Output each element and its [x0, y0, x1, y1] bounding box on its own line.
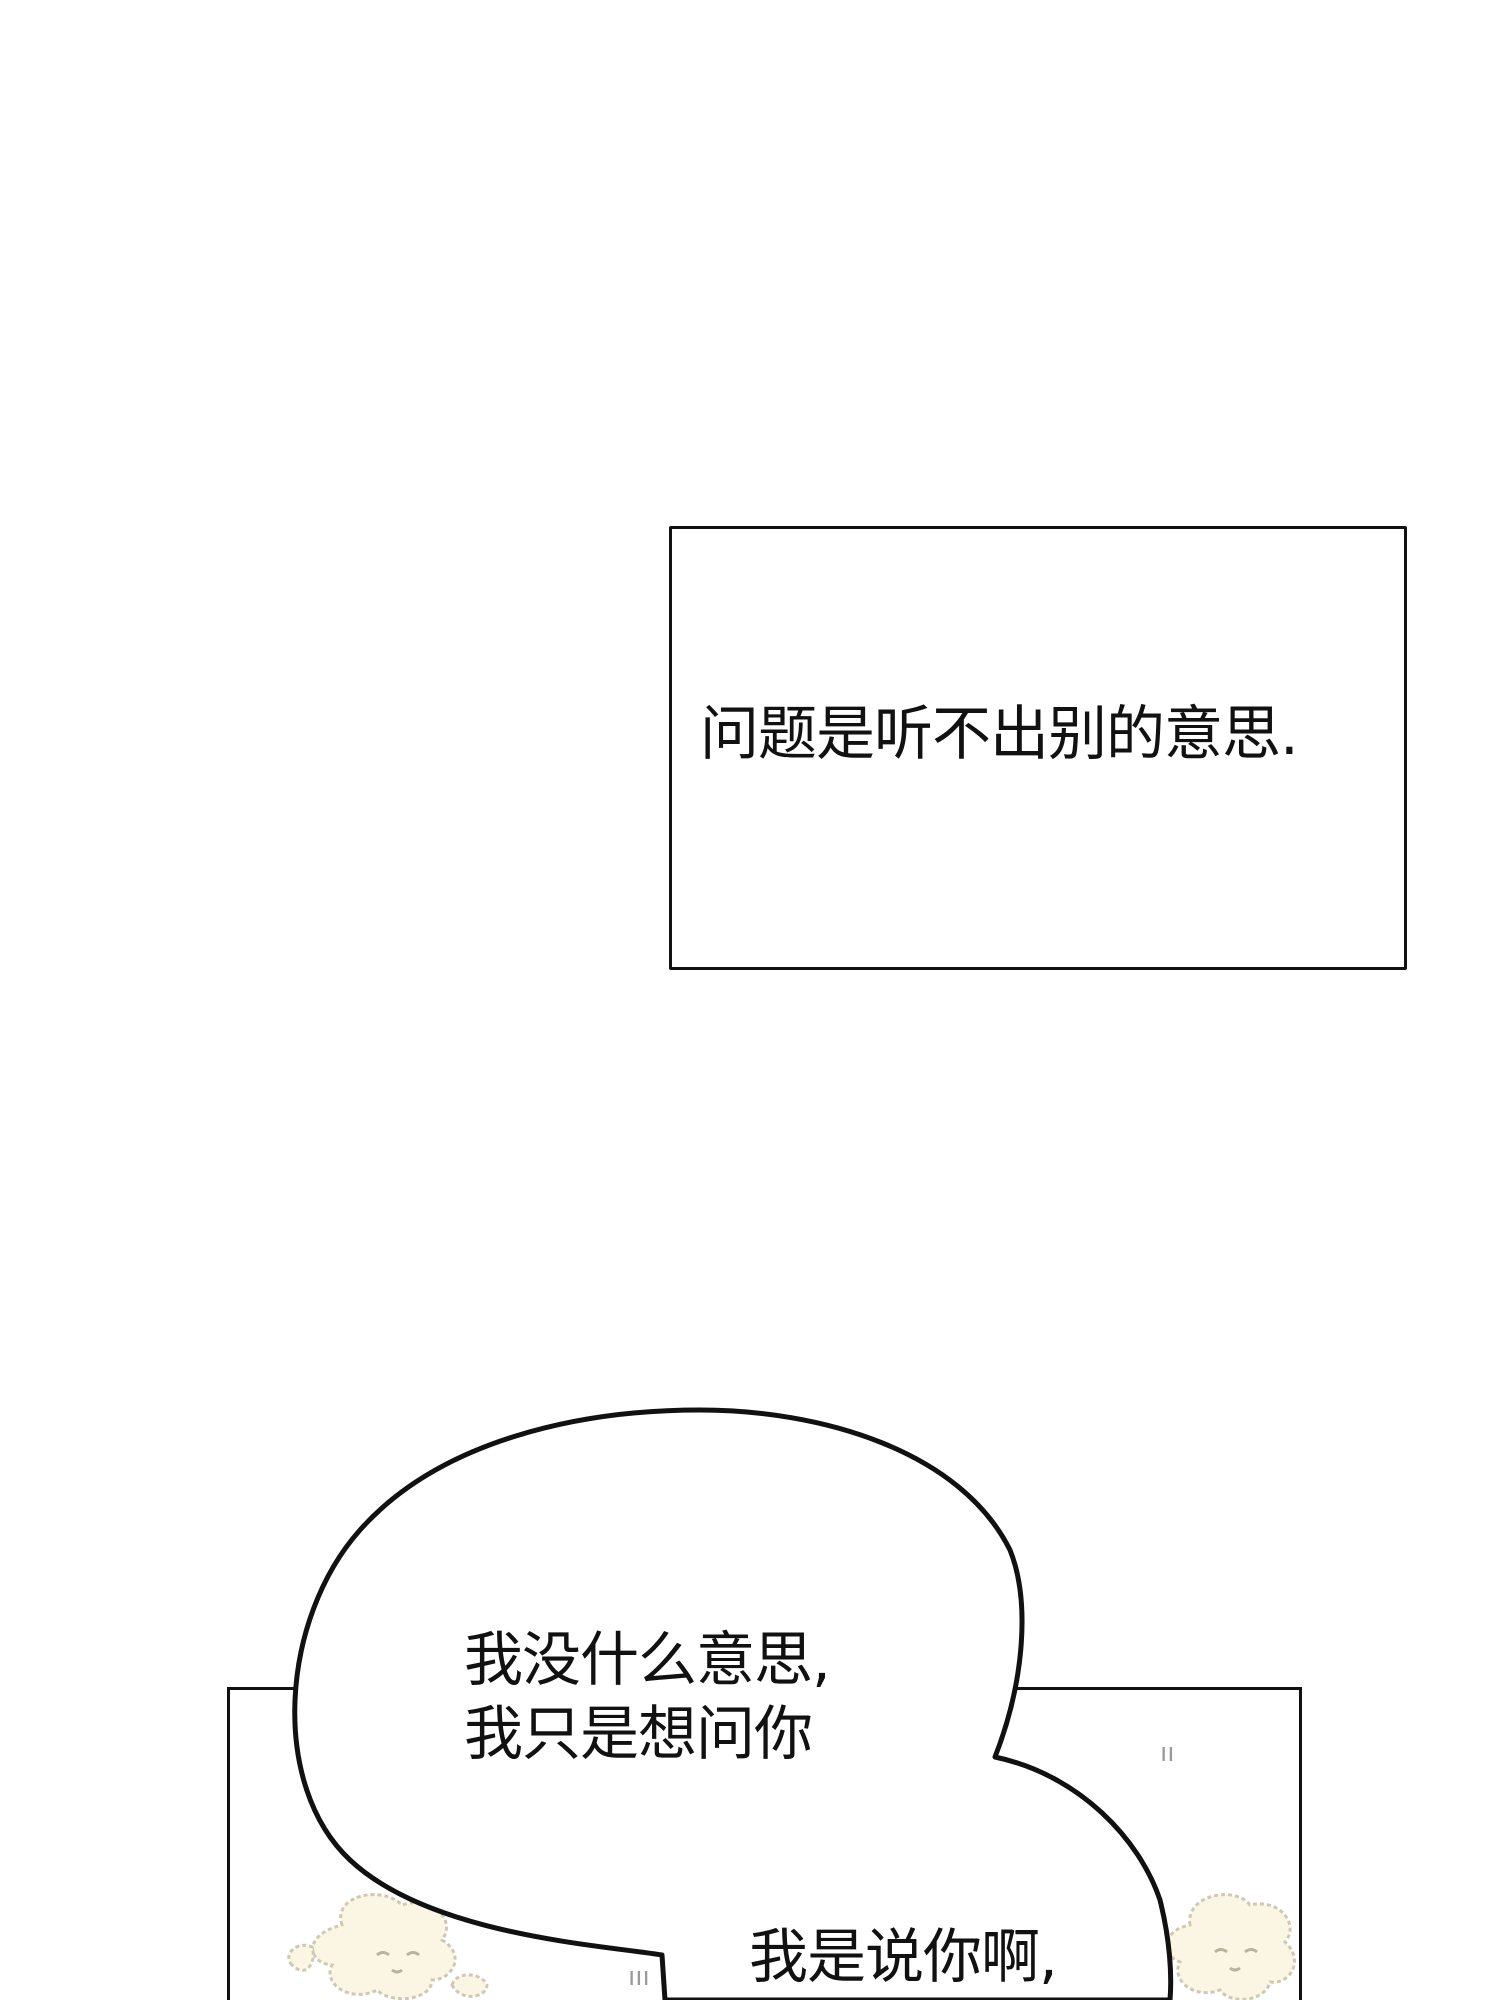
speech-line: 我只是想问你: [464, 1699, 813, 1768]
speech-bubble-text: 我是说你啊,: [749, 1922, 1058, 1991]
speech-line: 我没什么意思,: [464, 1625, 831, 1694]
puppy-icon: [287, 1893, 489, 2000]
motion-mark: ıı: [1160, 1738, 1175, 1768]
narration-caption-text: 问题是听不出别的意思.: [700, 699, 1299, 768]
puppy-icon: [1165, 1893, 1296, 2000]
motion-mark: ııı: [628, 1962, 650, 1992]
narration-caption-box: 问题是听不出别的意思.: [669, 526, 1407, 970]
speech-bubble-text: 我没什么意思, 我只是想问你: [464, 1623, 831, 1771]
